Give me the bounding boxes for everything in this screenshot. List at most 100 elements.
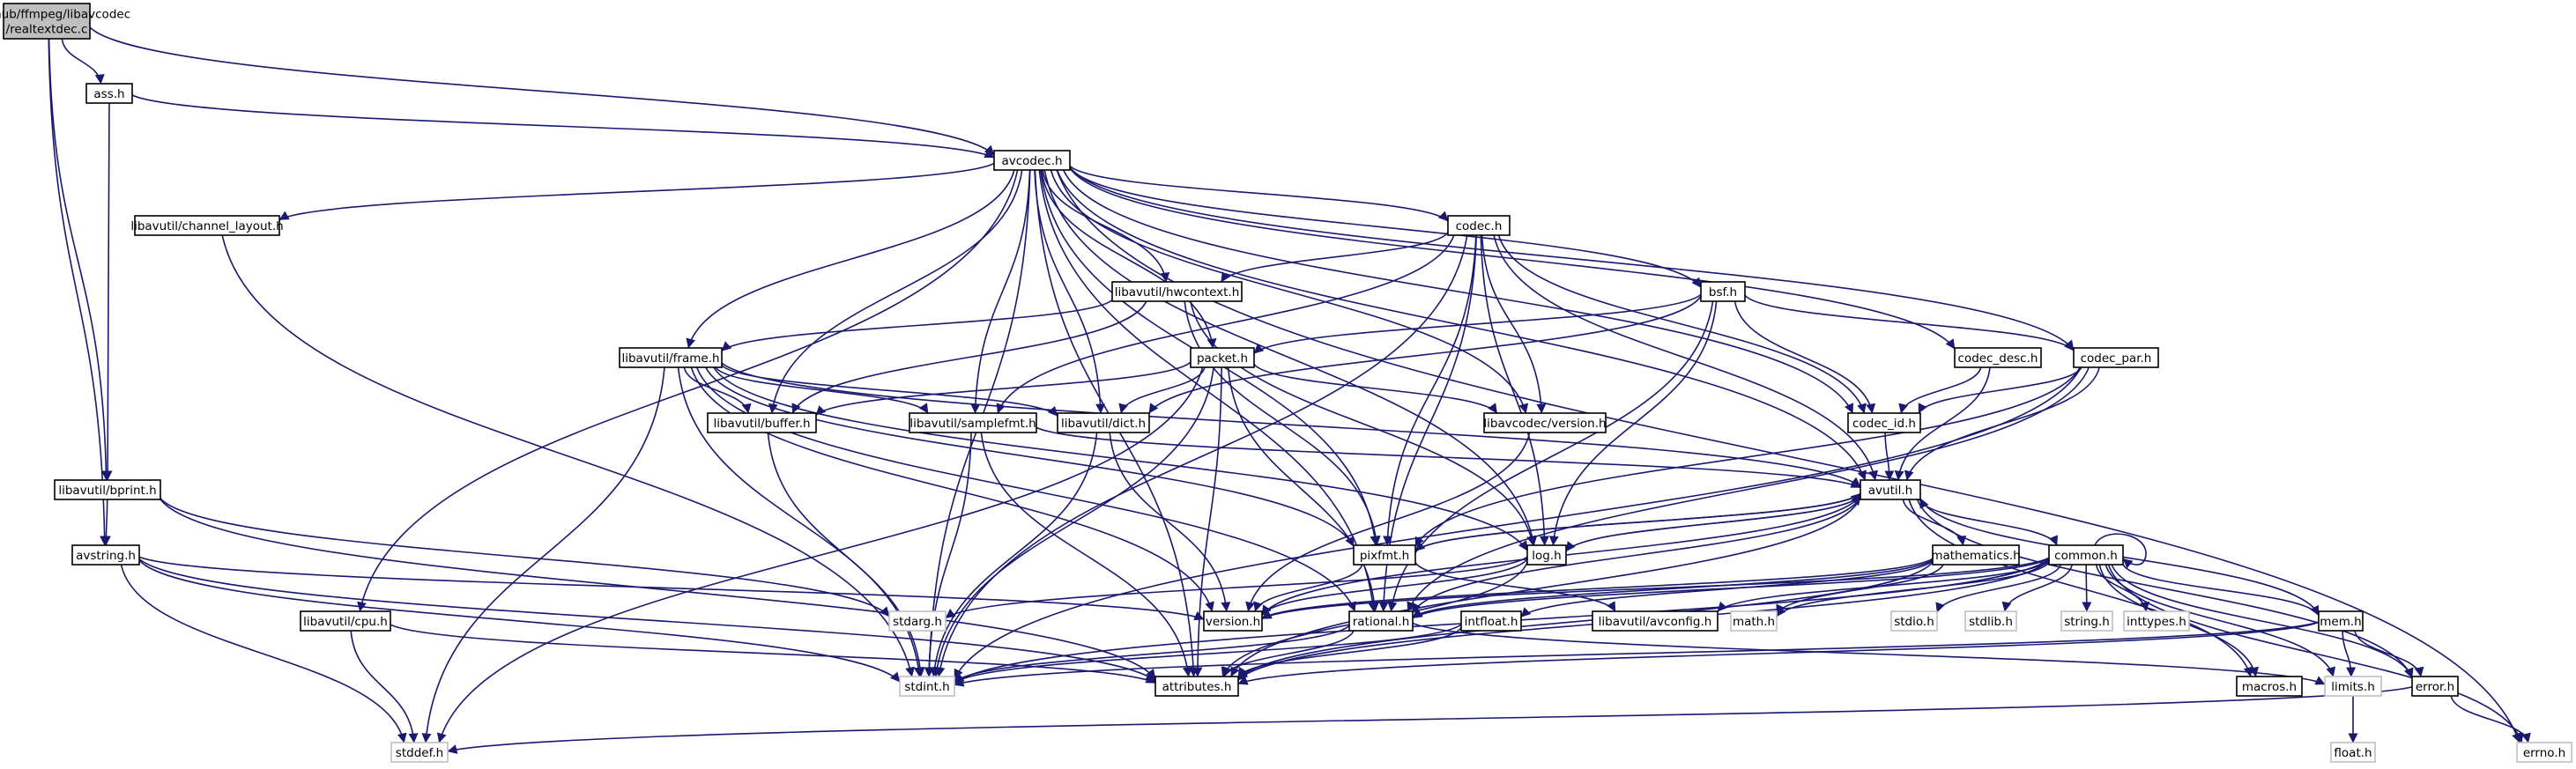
edge-avutil_h-to-error_h [1916, 499, 2414, 679]
file-node-stdint-h: stdint.h [899, 676, 955, 697]
node-box [1730, 610, 1778, 632]
node-label: mathematics.h [1931, 549, 2020, 563]
node-label: string.h [2064, 615, 2110, 629]
edge-frame_h-to-rational_h [695, 366, 1356, 612]
file-node-codec-desc-h[interactable]: codec_desc.h [1954, 347, 2042, 368]
edge-error_h-to-stddef_h [447, 686, 2413, 754]
file-node-common-h[interactable]: common.h [2048, 544, 2124, 566]
edge-packet_h-to-rational_h [1227, 366, 1379, 612]
node-label: libavutil/frame.h [621, 351, 719, 366]
file-node-channel-layout-h[interactable]: libavutil/channel_layout.h [130, 215, 284, 236]
node-label: limits.h [2331, 680, 2375, 694]
file-node-bprint-h[interactable]: libavutil/bprint.h [54, 479, 161, 500]
node-label: ass.h [93, 87, 124, 101]
file-node-codec-id-h[interactable]: codec_id.h [1847, 412, 1921, 433]
file-node-root[interactable]: E:/github/ffmpeg/libavcodec/realtextdec.… [0, 3, 130, 40]
node-label: log.h [1532, 549, 1561, 563]
edge-avcodec_h-to-frame_h [686, 169, 1015, 349]
edge-mathematics_h-to-rational_h [1412, 558, 1934, 618]
file-node-avstring-h[interactable]: avstring.h [71, 544, 140, 566]
node-label: stddef.h [396, 746, 443, 760]
file-node-inttypes-h: inttypes.h [2123, 610, 2190, 632]
edge-cpu_h-to-attributes_h [390, 624, 1156, 684]
file-node-string-h: string.h [2060, 610, 2113, 632]
node-label: libavcodec/version.h [1483, 417, 1606, 431]
file-node-error-h[interactable]: error.h [2411, 676, 2459, 697]
node-label: packet.h [1197, 351, 1248, 366]
file-node-rational-h[interactable]: rational.h [1348, 610, 1414, 632]
node-label: libavutil/bprint.h [58, 484, 156, 498]
node-label: stdio.h [1894, 615, 1934, 629]
file-node-pixfmt-h[interactable]: pixfmt.h [1353, 544, 1416, 566]
edge-frame_h-to-avutil_h [721, 362, 1861, 487]
file-node-version-h[interactable]: version.h [1203, 610, 1263, 632]
file-node-mem-h[interactable]: mem.h [2318, 610, 2364, 632]
edge-hwcontext_h-to-buffer_h [791, 300, 1147, 414]
file-node-log-h[interactable]: log.h [1526, 544, 1567, 566]
file-node-mathematics-h[interactable]: mathematics.h [1931, 544, 2021, 566]
file-node-codec-h[interactable]: codec.h [1447, 215, 1511, 236]
node-label: stdint.h [904, 680, 949, 694]
edge-root-to-avstring_h [48, 38, 110, 546]
edge-mathematics_h-to-attributes_h [1237, 561, 1934, 680]
node-box [1592, 610, 1719, 632]
edge-bsf_h-to-log_h [1548, 300, 1718, 546]
edge-log_h-to-version_h [1261, 558, 1528, 616]
edge-codec_id_h-to-avutil_h [1884, 432, 1895, 481]
file-node-ass-h[interactable]: ass.h [85, 83, 133, 104]
edge-mem_h-to-error_h [2354, 630, 2424, 677]
node-box [1526, 544, 1567, 566]
file-node-dict-h[interactable]: libavutil/dict.h [1057, 412, 1150, 433]
file-node-avcodec-h[interactable]: avcodec.h [993, 150, 1071, 171]
edge-rational_h-to-limits_h [1412, 622, 2326, 685]
file-node-hwcontext-h[interactable]: libavutil/hwcontext.h [1111, 281, 1243, 302]
file-node-attributes-h[interactable]: attributes.h [1154, 676, 1239, 697]
file-node-buffer-h[interactable]: libavutil/buffer.h [707, 412, 817, 433]
file-node-macros-h[interactable]: macros.h [2236, 676, 2303, 697]
file-node-avutil-h[interactable]: avutil.h [1860, 479, 1921, 500]
file-node-samplefmt-h[interactable]: libavutil/samplefmt.h [909, 412, 1037, 433]
file-node-packet-h[interactable]: packet.h [1190, 347, 1255, 368]
file-node-avconfig-h[interactable]: libavutil/avconfig.h [1592, 610, 1719, 632]
edge-codec_h-to-rational_h [1378, 234, 1478, 612]
node-label: macros.h [2242, 680, 2297, 694]
file-node-codec-par-h[interactable]: codec_par.h [2073, 347, 2159, 368]
edge-rational_h-to-stdint_h [954, 625, 1350, 684]
node-label: codec_id.h [1852, 417, 1916, 431]
edge-packet_h-to-lavc_version_h [1253, 363, 1498, 414]
node-label: float.h [2334, 746, 2372, 760]
file-node-frame-h[interactable]: libavutil/frame.h [619, 347, 723, 368]
edge-lavc_version_h-to-version_h [1245, 432, 1531, 612]
file-node-stdio-h: stdio.h [1890, 610, 1938, 632]
node-box [2048, 544, 2124, 566]
node-box [619, 347, 723, 368]
node-box [888, 610, 947, 632]
node-box [2236, 676, 2303, 697]
edge-rational_h-to-attributes_h [1222, 630, 1355, 677]
file-node-lavc-version-h[interactable]: libavcodec/version.h [1483, 412, 1607, 433]
edge-avstring_h-to-stddef_h [120, 564, 407, 743]
edge-buffer_h-to-stdint_h [767, 432, 925, 677]
edge-dict_h-to-stdint_h [929, 432, 1098, 677]
edge-packet_h-to-stdint_h [932, 366, 1214, 677]
edge-avcodec_h-to-bsf_h [1069, 166, 1702, 288]
edge-codec_par_h-to-rational_h [1407, 366, 2090, 612]
file-node-cpu-h[interactable]: libavutil/cpu.h [300, 610, 391, 632]
node-label: libavutil/dict.h [1061, 417, 1146, 431]
node-label: libavutil/avconfig.h [1599, 615, 1712, 629]
edge-codec_h-to-pixfmt_h [1383, 234, 1477, 546]
node-box [3, 3, 91, 40]
node-box [993, 150, 1071, 171]
edge-avcodec_h-to-dict_h [1034, 169, 1106, 414]
edge-avstring_h-to-version_h [138, 556, 1205, 621]
node-label: codec_desc.h [1958, 351, 2038, 366]
edge-codec_desc_h-to-codec_id_h [1898, 366, 1982, 414]
file-node-bsf-h[interactable]: bsf.h [1700, 281, 1746, 302]
edge-mem_h-to-stdint_h [954, 621, 2320, 687]
node-label: intfloat.h [1465, 615, 1518, 629]
file-node-intfloat-h[interactable]: intfloat.h [1460, 610, 1522, 632]
edge-mem_h-to-limits_h [2342, 630, 2357, 677]
node-box [2123, 610, 2190, 632]
edge-bsf_h-to-packet_h [1253, 293, 1702, 354]
edge-bsf_h-to-dict_h [1148, 295, 1702, 414]
